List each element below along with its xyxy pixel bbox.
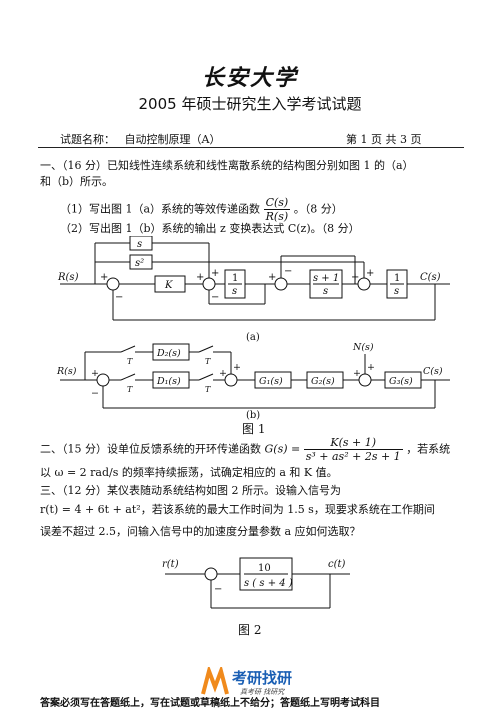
watermark: 考研找研 真考研 找研究: [200, 665, 310, 699]
fig2-input: r(t): [162, 559, 179, 570]
fig-a-int2-den: s: [394, 286, 399, 297]
fig2-output: c(t): [328, 559, 346, 570]
q2-text-post: ，若系统: [406, 442, 451, 456]
q1-part1: （1）写出图 1（a）系统的等效传递函数 C(s) R(s) 。（8 分）: [60, 196, 343, 223]
fig-a-lead-den: s: [323, 286, 328, 297]
fig-b-plus-1: +: [91, 368, 99, 379]
fig-a-plus-2b: +: [211, 268, 219, 279]
q2-text-pre: 二、（15 分）设单位反馈系统的开环传递函数: [40, 442, 261, 456]
fig1-caption: 图 1: [242, 422, 266, 436]
q2-g-num: K(s + 1): [303, 436, 403, 450]
fig-b-sampler-4: T: [205, 385, 211, 394]
subject-label-row: 试题名称： 自动控制原理（A）: [60, 131, 220, 147]
q1-part1-den: R(s): [265, 210, 289, 223]
fig-b-input: R(s): [56, 366, 77, 377]
sum-junction-2: [202, 277, 216, 291]
watermark-slogan: 真考研 找研究: [240, 688, 285, 696]
figure-1b: R(s) C(s) N(s) D₂(s) D₁(s) G₁(s) G₂(s) G…: [56, 342, 450, 409]
q3-line2: r(t) = 4 + 6t + at²，若该系统的最大工作时间为 1.5 s，现…: [40, 503, 435, 516]
q1-part2: （2）写出图 1（b）系统的输出 z 变换表达式 C(z)。（8 分）: [60, 222, 360, 235]
q1-part1-fraction: C(s) R(s): [263, 196, 291, 223]
fig2-block-den: s ( s + 4 ): [244, 578, 293, 589]
q3-line3: 误差不超过 2.5，问输入信号中的加速度分量参数 a 应如何选取？: [40, 525, 361, 538]
fig-a-minus-1: −: [115, 292, 123, 303]
subject-label: 试题名称：: [60, 133, 115, 146]
fig-b-plus-3b: +: [367, 362, 375, 373]
q1-title-cont: 和（b）所示。: [40, 175, 114, 188]
fig-a-plus-3: +: [268, 272, 276, 283]
fig-a-minus-2: −: [211, 292, 219, 303]
fig-a-output: C(s): [420, 272, 441, 283]
sum-junction-3: [274, 277, 288, 291]
sum-junction-fig2: [204, 567, 218, 581]
figure-2: r(t) c(t) 10 s ( s + 4 ) −: [162, 557, 350, 609]
fig-b-output: C(s): [423, 366, 443, 377]
university-logo: 长安大学: [201, 65, 298, 91]
q2-g-den: s³ + as² + 2s + 1: [305, 450, 401, 463]
fig-a-int1-num: 1: [232, 273, 238, 284]
q2-fraction: K(s + 1) s³ + as² + 2s + 1: [303, 436, 403, 463]
fig2-block-num: 10: [258, 563, 271, 574]
exam-title: 2005 年硕士研究生入学考试试题: [138, 95, 362, 113]
q2-line2: 以 ω = 2 rad/s 的频率持续振荡，试确定相应的 a 和 K 值。: [40, 466, 338, 479]
sum-junction-1: [106, 277, 120, 291]
q2-g-label: G(s) =: [264, 442, 301, 456]
q1-part1-post: 。（8 分）: [293, 202, 343, 216]
fig-b-sampler-2: T: [205, 357, 211, 366]
fig-a-plus-4: +: [351, 272, 359, 283]
watermark-brand: 考研找研: [232, 669, 293, 687]
fig-b-g1-label: G₁(s): [259, 376, 283, 387]
fig-b-sampler-1: T: [127, 357, 133, 366]
fig-a-plus-2: +: [196, 272, 204, 283]
fig-b-plus-2b: +: [233, 362, 241, 373]
fig-a-lead-num: s + 1: [313, 273, 339, 284]
footer-note: 答案必须写在答题纸上，写在试题或草稿纸上不给分；答题纸上写明考试科目: [40, 698, 380, 709]
q1-part1-num: C(s): [263, 196, 291, 210]
fig-a-int1-den: s: [232, 286, 237, 297]
fig-a-plus-1: +: [100, 272, 108, 283]
fig2-minus: −: [214, 584, 222, 595]
subject-name: 自动控制原理（A）: [124, 133, 221, 146]
fig-a-block-s2-label: s²: [135, 258, 144, 269]
fig-a-minus-3: −: [284, 266, 292, 277]
fig-a-block-k-label: K: [164, 280, 173, 291]
sum-junction-4: [357, 277, 371, 291]
q1-part1-text: （1）写出图 1（a）系统的等效传递函数: [60, 202, 261, 216]
fig-b-caption: (b): [246, 410, 261, 421]
figure-1a: R(s) C(s) s s² K 1 s s + 1 s 1 s + − + +…: [57, 236, 450, 321]
q3-line1: 三、（12 分）某仪表随动系统结构如图 2 所示。设输入信号为: [40, 484, 341, 497]
page-info: 第 1 页 共 3 页: [346, 133, 422, 146]
fig-a-int2-num: 1: [394, 273, 400, 284]
fig-b-plus-3: +: [353, 368, 361, 379]
header-rule: [38, 147, 464, 148]
fig-a-block-s-label: s: [137, 239, 142, 250]
fig-a-caption: (a): [246, 332, 260, 343]
fig-a-input: R(s): [57, 272, 79, 283]
fig-b-plus-2: +: [219, 368, 227, 379]
fig-b-g3-label: G₃(s): [389, 376, 413, 387]
q1-title: 一、（16 分）已知线性连续系统和线性离散系统的结构图分别如图 1 的（a）: [40, 159, 414, 172]
fig-b-d2-label: D₂(s): [156, 348, 181, 359]
q2-line1: 二、（15 分）设单位反馈系统的开环传递函数 G(s) = K(s + 1) s…: [40, 436, 450, 463]
fig-b-d1-label: D₁(s): [156, 376, 181, 387]
fig2-caption: 图 2: [238, 623, 262, 637]
watermark-logo-icon: [201, 667, 229, 695]
fig-b-minus-1: −: [91, 388, 99, 399]
fig-b-g2-label: G₂(s): [311, 376, 335, 387]
fig-a-plus-4b: +: [366, 268, 374, 279]
fig-b-sampler-3: T: [127, 385, 133, 394]
fig-b-disturbance: N(s): [352, 342, 374, 353]
